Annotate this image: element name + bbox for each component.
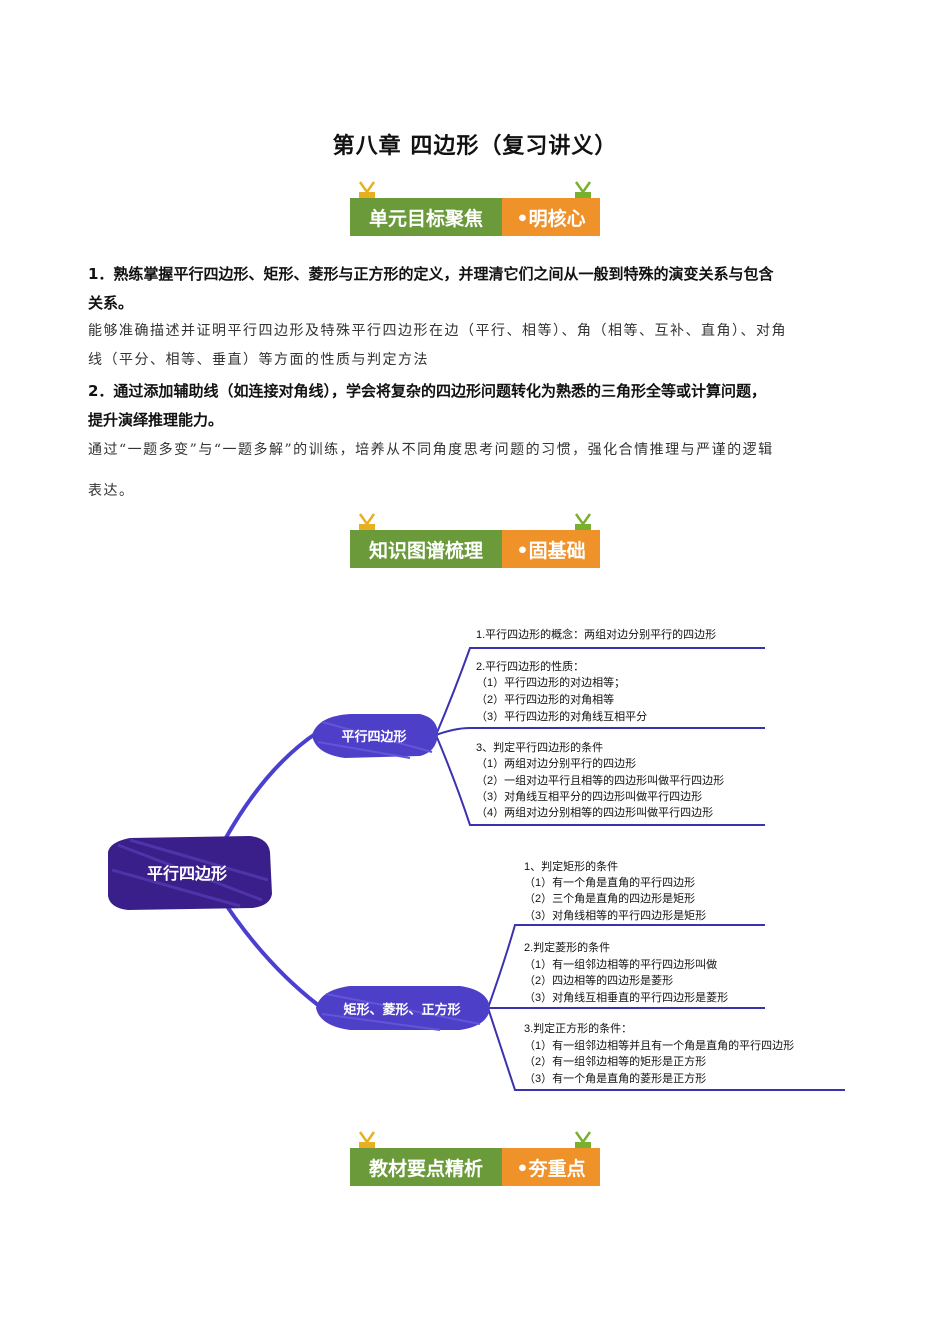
property-item: （2）平行四边形的对角相等 [476,692,614,706]
criteria-heading: 3、判定平行四边形的条件 [476,740,603,754]
rectangle-item: （3）对角线相等的平行四边形是矩形 [524,908,706,922]
concept-text: 1.平行四边形的概念：两组对边分别平行的四边形 [476,627,716,641]
rectangle-heading: 1、判定矩形的条件 [524,859,618,873]
goal-1-bold-line-2: 关系。 [88,294,134,312]
property-item: （3）平行四边形的对角线互相平分 [476,709,647,723]
branch-node-label: 矩形、菱形、正方形 [342,1002,460,1017]
root-node: 平行四边形 [108,836,272,910]
branch-node-parallelogram: 平行四边形 [312,714,438,759]
criteria-item: （4）两组对边分别相等的四边形叫做平行四边形 [476,805,713,819]
rhombus-item: （2）四边相等的四边形是菱形 [524,973,673,987]
binder-clip-icon [574,1131,592,1152]
section-banner-knowledge-map: 知识图谱梳理 •固基础 [350,512,600,570]
binder-clip-icon [574,181,592,202]
square-item: （2）有一组邻边相等的矩形是正方形 [524,1054,706,1068]
property-item: （1）平行四边形的对边相等； [476,675,625,689]
root-node-label: 平行四边形 [147,864,227,883]
banner-title: 教材要点精析 [350,1148,502,1186]
banner-subtitle: •固基础 [502,530,600,568]
banner-subtitle: •明核心 [502,198,600,236]
rhombus-item: （3）对角线互相垂直的平行四边形是菱形 [524,990,728,1004]
banner-title: 单元目标聚焦 [350,198,502,236]
square-item: （3）有一个角是直角的菱形是正方形 [524,1071,706,1085]
goal-1-text-line-2: 线（平分、相等、垂直）等方面的性质与判定方法 [88,352,429,368]
rectangle-item: （2）三个角是直角的四边形是矩形 [524,891,695,905]
criteria-item: （1）两组对边分别平行的四边形 [476,756,636,770]
square-heading: 3.判定正方形的条件： [524,1021,632,1035]
goal-2-bold-line-1: 2．通过添加辅助线（如连接对角线），学会将复杂的四边形问题转化为熟悉的三角形全等… [88,382,766,400]
criteria-item: （2）一组对边平行且相等的四边形叫做平行四边形 [476,773,724,787]
properties-heading: 2.平行四边形的性质： [476,659,584,673]
rectangle-item: （1）有一个角是直角的平行四边形 [524,875,695,889]
goal-1-bold-line-1: 1．熟练掌握平行四边形、矩形、菱形与正方形的定义，并理清它们之间从一般到特殊的演… [88,265,774,283]
banner-subtitle: •夯重点 [502,1148,600,1186]
binder-clip-icon [358,513,376,534]
goal-1-text-line-1: 能够准确描述并证明平行四边形及特殊平行四边形在边（平行、相等）、角（相等、互补、… [88,323,787,339]
square-item: （1）有一组邻边相等并且有一个角是直角的平行四边形 [524,1038,794,1052]
page-title: 第八章 四边形（复习讲义） [332,134,618,159]
goal-2-bold-line-2: 提升演绎推理能力。 [88,411,224,429]
criteria-item: （3）对角线互相平分的四边形叫做平行四边形 [476,789,702,803]
section-banner-goals: 单元目标聚焦 •明核心 [350,180,600,238]
binder-clip-icon [574,513,592,534]
branch-node-label: 平行四边形 [341,729,406,744]
banner-title: 知识图谱梳理 [350,530,502,568]
rhombus-heading: 2.判定菱形的条件 [524,940,610,954]
section-banner-key-points: 教材要点精析 •夯重点 [350,1130,600,1188]
goal-2-text-line-2: 表达。 [88,483,135,499]
goal-2-text-line-1: 通过“一题多变”与“一题多解”的训练，培养从不同角度思考问题的习惯，强化合情推理… [88,442,774,458]
binder-clip-icon [358,1131,376,1152]
branch-node-special-quadrilaterals: 矩形、菱形、正方形 [316,986,490,1031]
rhombus-item: （1）有一组邻边相等的平行四边形叫做 [524,957,717,971]
binder-clip-icon [358,181,376,202]
